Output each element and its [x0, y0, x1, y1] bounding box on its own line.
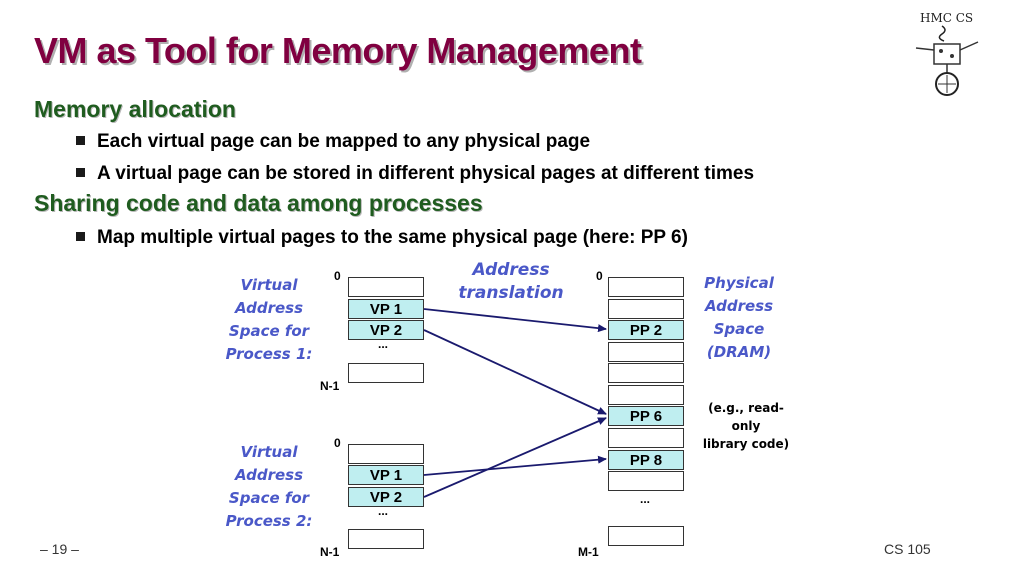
read-only-note: (e.g., read-only library code)	[702, 401, 790, 451]
vas1-vp2: VP 2	[348, 320, 424, 340]
pas-page	[608, 385, 684, 405]
vas1-top-address: 0	[334, 269, 341, 283]
vas2-top-address: 0	[334, 436, 341, 450]
pas-page	[608, 363, 684, 383]
pas-pp2: PP 2	[608, 320, 684, 340]
pas-bottom-address: M-1	[578, 545, 599, 559]
pas-pp6: PP 6	[608, 406, 684, 426]
bullet-square-icon	[76, 136, 85, 145]
physical-address-space-label: Physical Address Space (DRAM)	[704, 274, 774, 361]
pas-page	[608, 428, 684, 448]
page-number: – 19 –	[40, 541, 79, 557]
hmc-cs-logo-icon: HMC CS	[915, 11, 979, 96]
vas2-vp1: VP 1	[348, 465, 424, 485]
pas-ellipsis: ...	[640, 492, 651, 506]
bullet-text: Map multiple virtual pages to the same p…	[97, 227, 688, 248]
arrow-p1vp1-to-pp2	[423, 308, 607, 333]
section-heading-memory-allocation: Memory allocation	[34, 96, 236, 122]
vas2-ellipsis: ...	[378, 504, 389, 518]
pas-page	[608, 471, 684, 491]
pas-top-address: 0	[596, 269, 603, 283]
bullet-item: Map multiple virtual pages to the same p…	[76, 227, 688, 249]
bullet-text: Each virtual page can be mapped to any p…	[97, 131, 591, 152]
pas-page	[608, 299, 684, 319]
vas1-vp1: VP 1	[348, 299, 424, 319]
pas-last-page	[608, 526, 684, 546]
vas2-last-page	[348, 529, 424, 549]
pas-pp8: PP 8	[608, 450, 684, 470]
arrow-p2vp2-to-pp6	[423, 417, 607, 498]
vas1-last-page	[348, 363, 424, 383]
vas1-empty-page	[348, 277, 424, 297]
bullet-text: A virtual page can be stored in differen…	[97, 163, 755, 184]
vas1-label: Virtual Address Space for Process 1:	[225, 276, 313, 363]
section-heading-sharing: Sharing code and data among processes	[34, 190, 483, 216]
course-label: CS 105	[884, 541, 931, 557]
vas1-ellipsis: ...	[378, 337, 389, 351]
vas2-label: Virtual Address Space for Process 2:	[225, 443, 313, 530]
vas2-bottom-address: N-1	[320, 545, 340, 559]
logo-text: HMC CS	[920, 11, 973, 25]
vas2-vp2: VP 2	[348, 487, 424, 507]
bullet-square-icon	[76, 232, 85, 241]
pas-page	[608, 342, 684, 362]
arrow-p1vp2-to-pp6	[423, 329, 607, 415]
vas2-empty-page	[348, 444, 424, 464]
bullet-item: A virtual page can be stored in differen…	[76, 163, 754, 185]
slide-title: VM as Tool for Memory Management	[34, 30, 642, 71]
vas1-bottom-address: N-1	[320, 379, 340, 393]
bullet-square-icon	[76, 168, 85, 177]
arrow-p2vp1-to-pp8	[423, 455, 607, 476]
bullet-item: Each virtual page can be mapped to any p…	[76, 131, 590, 153]
pas-page	[608, 277, 684, 297]
address-translation-label: Address translation	[458, 260, 564, 303]
